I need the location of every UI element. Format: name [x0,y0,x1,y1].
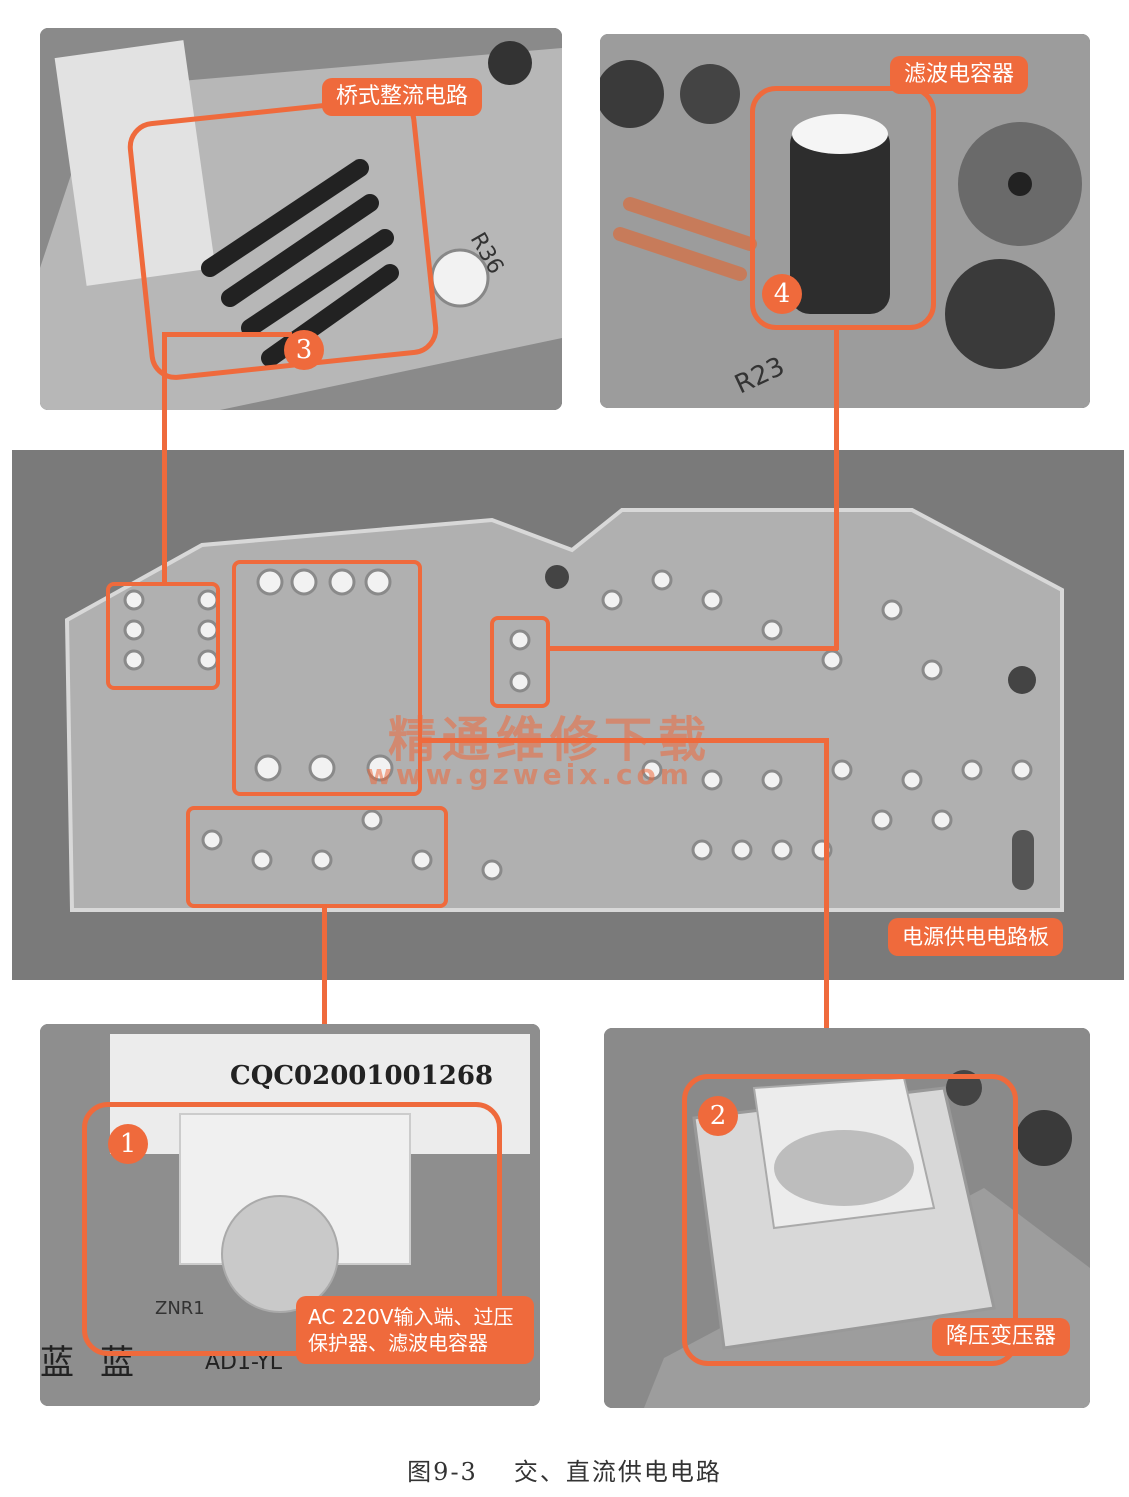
figure-title: 交、直流供电电路 [513,1458,722,1486]
board-highlight-input [186,806,448,908]
filter-capacitor-callout: 滤波电容器 [890,56,1029,94]
wire-2-horizontal [420,738,828,743]
power-board-callout: 电源供电电路板 [888,918,1063,956]
badge-4: 4 [762,274,802,314]
bridge-highlight [125,93,441,383]
bridge-rectifier-callout: 桥式整流电路 [322,78,483,116]
figure-number: 图9-3 [407,1458,478,1486]
wire-1-vertical [322,906,327,1106]
transformer-highlight [682,1074,1018,1366]
wire-2-vertical [824,738,829,1078]
ac-input-callout: AC 220V输入端、过压保护器、滤波电容器 [296,1296,534,1364]
filter-cap-highlight [750,86,936,330]
filter-capacitor-photo: R23 [600,34,1090,408]
wire-4-vertical [834,326,839,650]
filter-capacitor-illustration: R23 [600,34,1090,408]
badge-1: 1 [108,1124,148,1164]
board-highlight-transformer [232,560,422,796]
power-board-illustration [12,450,1124,980]
power-board-photo [12,450,1124,980]
wire-3-horizontal [162,332,292,337]
ac-input-highlight [82,1102,502,1356]
wire-4-horizontal [548,646,838,651]
watermark-cn: 精通维修下载 [388,712,713,768]
transformer-callout: 降压变压器 [932,1318,1071,1356]
cqc-label: CQC02001001268 [230,1061,493,1091]
badge-2: 2 [698,1096,738,1136]
watermark-url: www.gzweix.com [366,758,693,791]
figure-caption: 图9-3 交、直流供电电路 [0,1452,1129,1487]
znr-label: ZNR1 [155,1298,205,1319]
board-highlight-bridge [106,582,220,690]
board-highlight-capacitor [490,616,550,708]
lan-label-1: 蓝 [40,1343,74,1383]
wire-3-vertical [162,332,167,584]
